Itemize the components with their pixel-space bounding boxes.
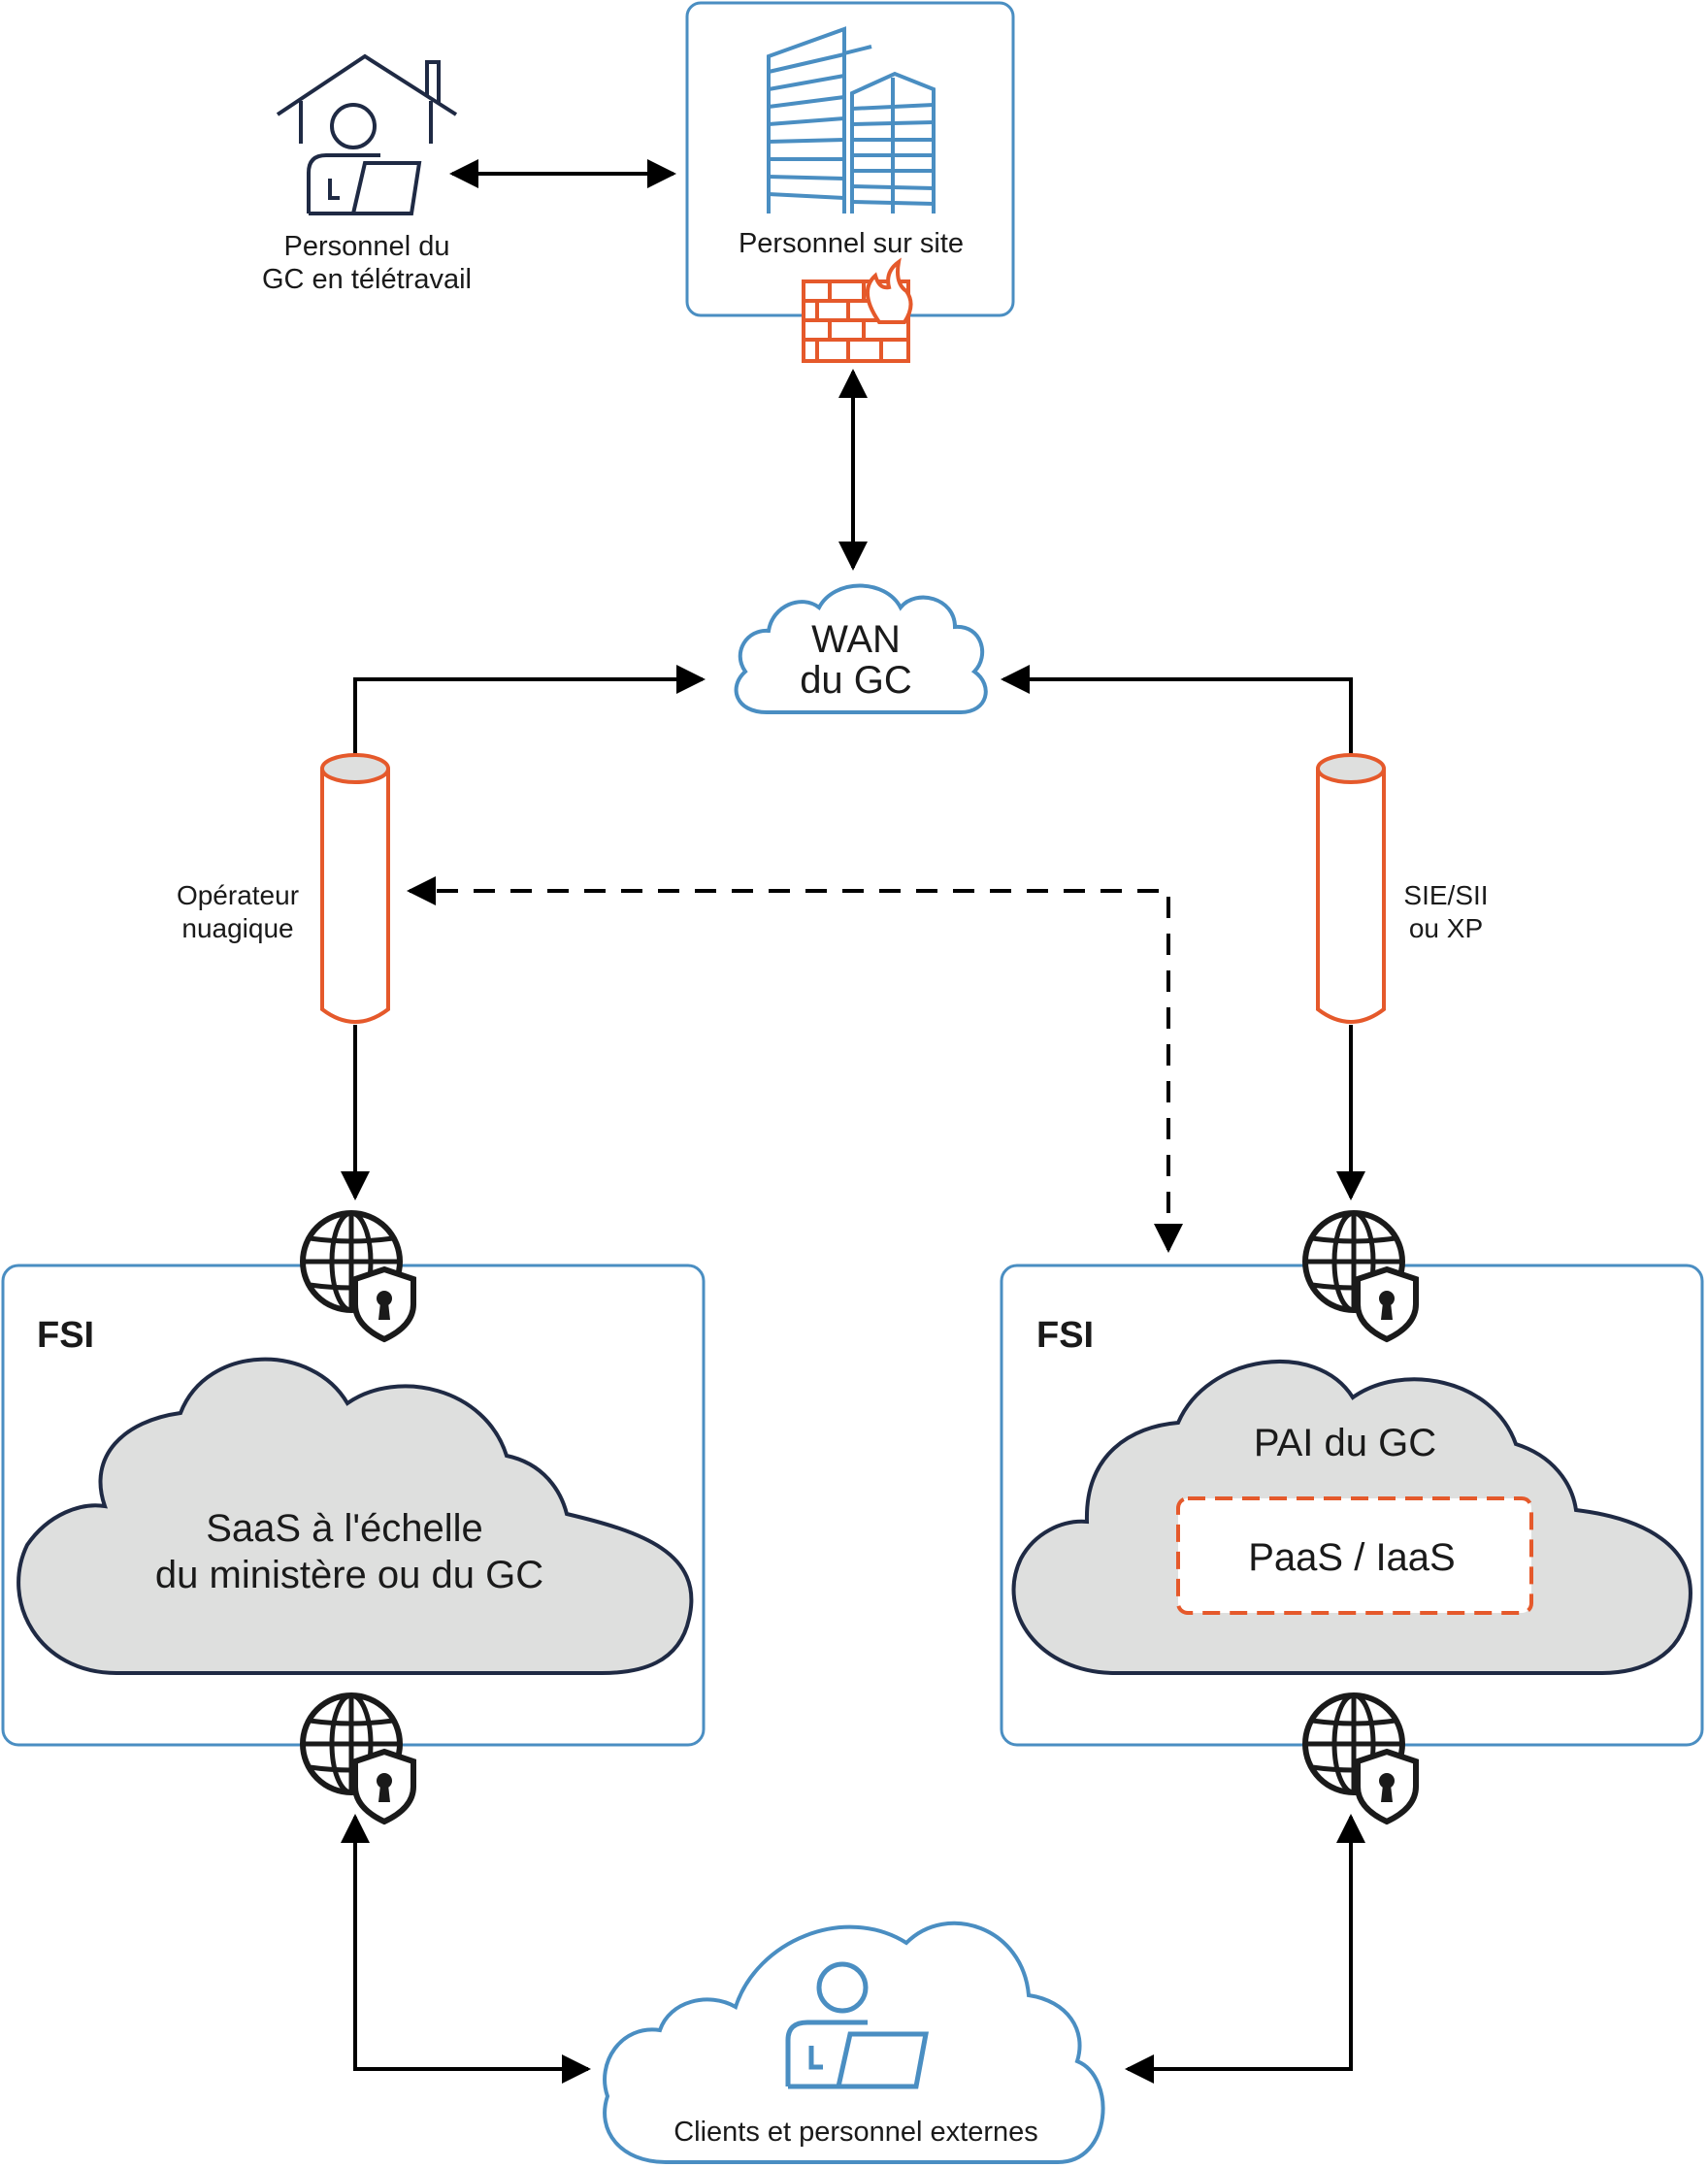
- paas-iaas-box: [1176, 1496, 1533, 1615]
- left-tunnel-wan-arrow: [353, 665, 706, 767]
- right-cloud-title: PAI du GC: [1254, 1422, 1436, 1464]
- right-fsi-external-arrow: [1125, 1814, 1365, 2084]
- tunnel-right-label-2: ou XP: [1409, 913, 1483, 943]
- right-fsi-tag: FSI: [1036, 1315, 1094, 1356]
- left-saas-cloud: [16, 1357, 694, 1675]
- remote-staff-label-1: Personnel du: [284, 231, 450, 262]
- building-icon: [767, 26, 936, 214]
- wan-cloud: [734, 583, 988, 714]
- tunnel-right-icon: [1316, 753, 1386, 1024]
- tunnel-left-icon: [320, 753, 390, 1024]
- remote-staff-icon: [276, 53, 458, 215]
- external-cloud: [603, 1921, 1105, 2164]
- wan-label-2: du GC: [800, 659, 912, 702]
- left-fsi-external-arrow: [341, 1814, 591, 2084]
- onsite-label: Personnel sur site: [739, 228, 964, 259]
- firewall-icon: [802, 257, 913, 363]
- right-tunnel-wan-arrow: [1001, 665, 1353, 767]
- external-label: Clients et personnel externes: [673, 2117, 1038, 2148]
- tunnel-left-label-2: nuagique: [181, 913, 293, 943]
- tunnel-right-label-1: SIE/SII: [1403, 880, 1488, 910]
- remote-staff-label-2: GC en télétravail: [262, 264, 472, 295]
- left-cloud-label-1: SaaS à l'échelle: [206, 1507, 483, 1550]
- wan-label-1: WAN: [811, 618, 901, 661]
- dashed-connection-arrow: [407, 876, 1183, 1253]
- left-fsi-tag: FSI: [37, 1315, 94, 1356]
- external-user-icon: [785, 1961, 930, 2089]
- left-cloud-label-2: du ministère ou du GC: [155, 1554, 543, 1596]
- tunnel-left-label-1: Opérateur: [177, 880, 299, 910]
- paas-iaas-label: PaaS / IaaS: [1248, 1536, 1455, 1579]
